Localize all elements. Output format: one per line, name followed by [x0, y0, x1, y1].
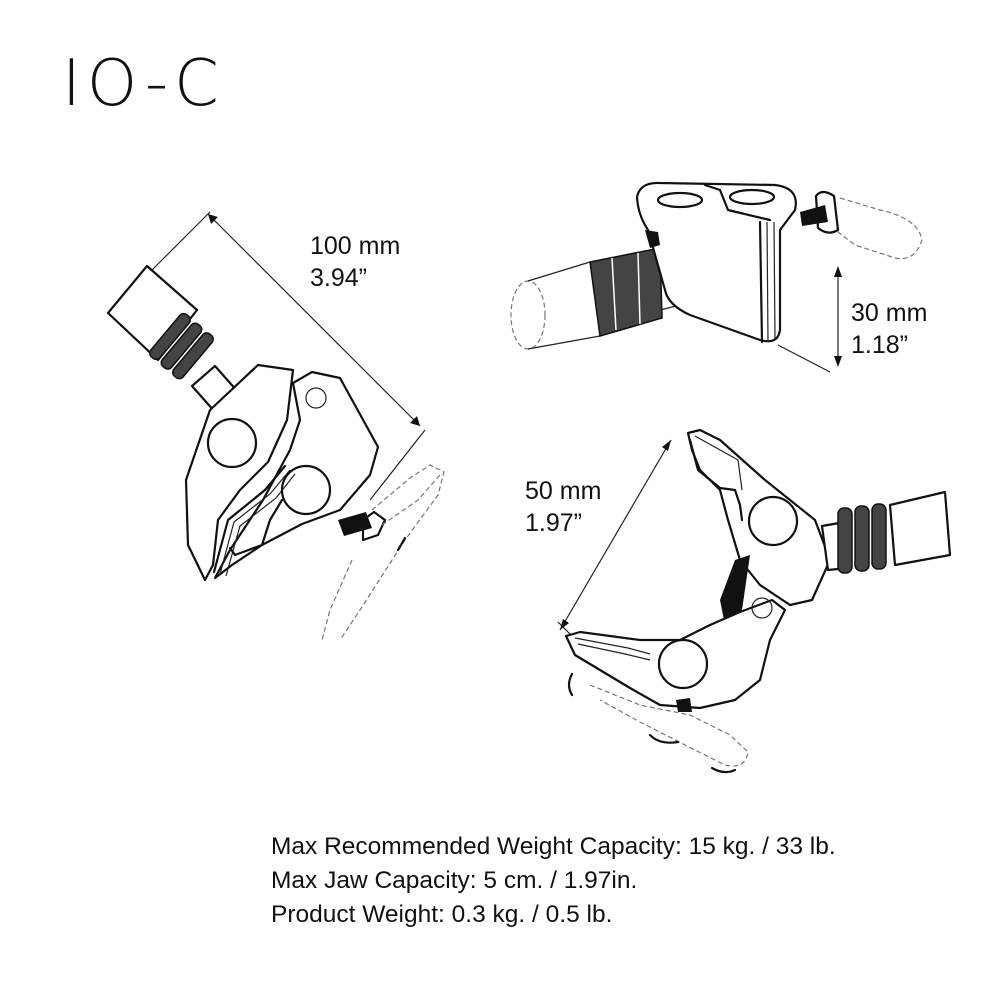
top-view-drawing [510, 181, 923, 373]
height-metric: 30 mm [851, 299, 928, 327]
jaw-imperial: 1.97” [525, 509, 582, 537]
specifications-block: Max Recommended Weight Capacity: 15 kg. … [271, 830, 836, 932]
length-imperial: 3.94” [310, 264, 367, 292]
open-jaw-drawing [557, 428, 952, 774]
jaw-metric: 50 mm [525, 477, 602, 505]
height-dimension-label: 30 mm 1.18” [851, 297, 927, 361]
spec-weight-capacity: Max Recommended Weight Capacity: 15 kg. … [271, 833, 836, 860]
spec-product-weight: Product Weight: 0.3 kg. / 0.5 lb. [271, 901, 613, 928]
product-title: IO-C [62, 47, 225, 121]
side-view-drawing [106, 211, 445, 641]
length-metric: 100 mm [310, 232, 401, 260]
length-dimension-label: 100 mm 3.94” [310, 230, 400, 294]
spec-jaw-capacity: Max Jaw Capacity: 5 cm. / 1.97in. [271, 867, 638, 894]
jaw-dimension-label: 50 mm 1.97” [525, 475, 601, 539]
height-imperial: 1.18” [851, 331, 908, 359]
